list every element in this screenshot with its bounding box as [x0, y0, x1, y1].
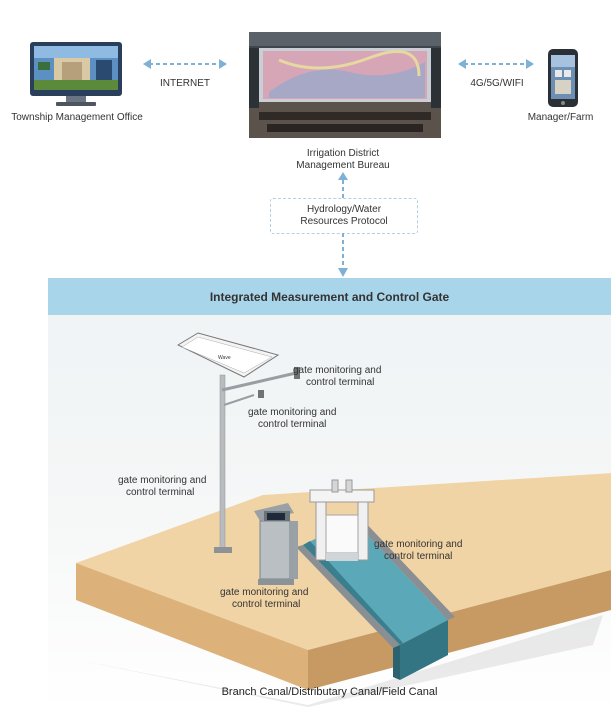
terminal-label-1b: control terminal — [306, 377, 374, 388]
protocol-box: Hydrology/Water Resources Protocol — [270, 198, 418, 234]
bureau-label-line1: Irrigation District — [306, 148, 380, 159]
terminal-label-4b: control terminal — [384, 551, 452, 562]
right-connection-arrow — [458, 59, 534, 69]
protocol-line2: Resources Protocol — [300, 216, 388, 227]
gate-frame — [309, 479, 375, 561]
svg-text:Wave: Wave — [218, 355, 231, 361]
left-connection-arrow — [143, 59, 227, 69]
down-arrow-to-gate — [338, 233, 348, 277]
terminal-label-5a: gate monitoring and — [220, 587, 308, 598]
terminal-label-3a: gate monitoring and — [118, 475, 206, 486]
terminal-label-5b: control terminal — [232, 599, 300, 610]
gate-banner-title: Integrated Measurement and Control Gate — [209, 289, 450, 304]
protocol-line1: Hydrology/Water — [306, 204, 382, 215]
control-cabinet — [254, 503, 298, 585]
township-office-label: Township Management Office — [11, 112, 143, 123]
terminal-label-3b: control terminal — [126, 487, 194, 498]
bureau-label: Irrigation District Management Bureau — [270, 148, 416, 172]
canal-label: Branch Canal/Distributary Canal/Field Ca… — [221, 686, 438, 698]
terminal-label-2b: control terminal — [258, 419, 326, 430]
terminal-label-1a: gate monitoring and — [293, 365, 381, 376]
smartphone-icon — [548, 49, 578, 107]
internet-label: INTERNET — [160, 78, 210, 89]
solar-pole: Wave — [176, 332, 300, 553]
control-room-image — [249, 32, 441, 138]
manager-farm-label: Manager/Farm — [527, 112, 594, 123]
monitor-icon — [30, 42, 122, 106]
up-arrow-to-bureau — [338, 172, 348, 200]
canal-scene: Wave gate monitoring and control termina… — [76, 332, 611, 707]
network-label: 4G/5G/WIFI — [470, 78, 524, 89]
terminal-label-2a: gate monitoring and — [248, 407, 336, 418]
gate-banner: Integrated Measurement and Control Gate — [48, 278, 611, 315]
bureau-label-line2: Management Bureau — [296, 160, 390, 171]
terminal-label-4a: gate monitoring and — [374, 539, 462, 550]
